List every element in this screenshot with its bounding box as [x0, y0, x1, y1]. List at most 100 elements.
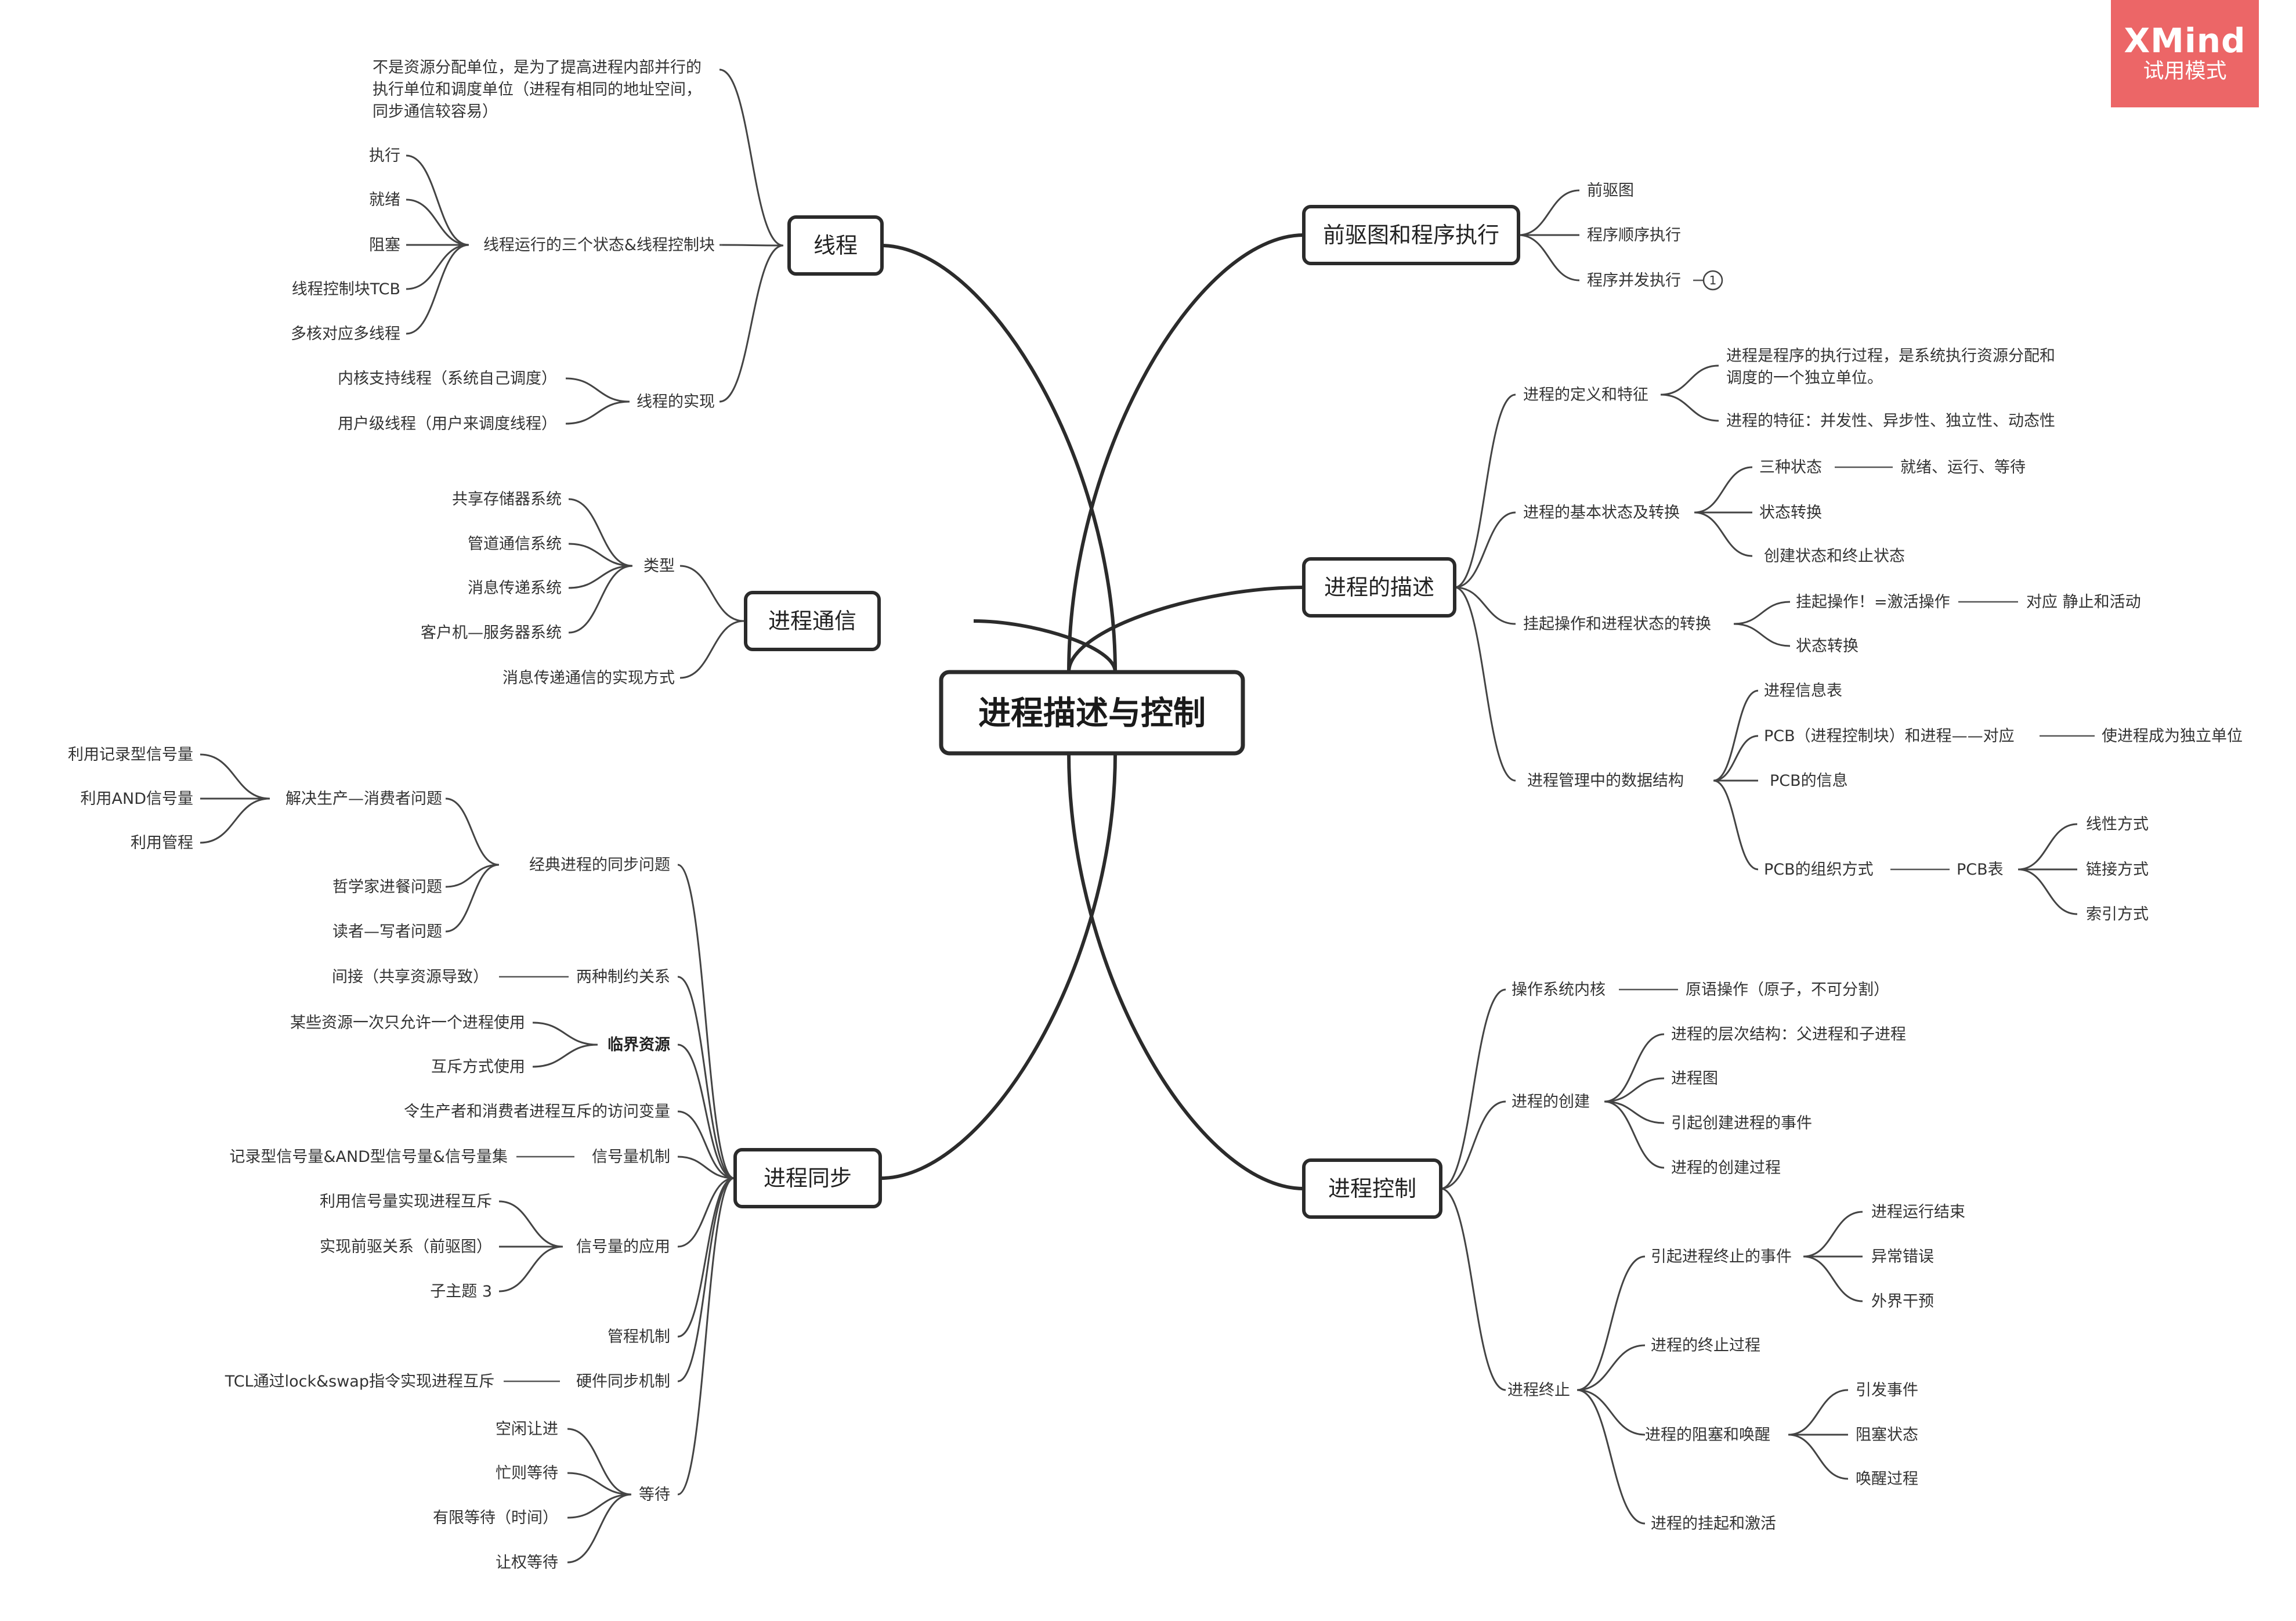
node-sync-wait-1[interactable]: 忙则等待 [496, 1464, 558, 1482]
edge-ipc-type-child [568, 543, 633, 567]
node-sync-philosopher[interactable]: 哲学家进餐问题 [332, 878, 442, 896]
node-ipc-type-2[interactable]: 消息传递系统 [468, 579, 562, 597]
node-control-term-event-0[interactable]: 进程运行结束 [1871, 1203, 1965, 1221]
node-thread-state-0[interactable]: 执行 [369, 147, 400, 165]
comment-badge[interactable] [1702, 270, 1723, 291]
node-ipc-type[interactable]: 类型 [643, 557, 675, 575]
xmind-trial-badge[interactable]: XMind 试用模式 [2111, 0, 2259, 107]
node-precedence-1[interactable]: 程序顺序执行 [1587, 226, 1681, 244]
node-control-block-0[interactable]: 引发事件 [1856, 1381, 1918, 1399]
node-desc-pcb-table-1[interactable]: 链接方式 [2086, 861, 2149, 879]
node-desc-state-transition[interactable]: 状态转换 [1759, 504, 1822, 522]
node-sync-sem-app-0[interactable]: 利用信号量实现进程互斥 [320, 1193, 492, 1211]
node-sync-semaphore-types[interactable]: 记录型信号量&AND型信号量&信号量集 [229, 1148, 508, 1166]
node-desc-info-table[interactable]: 进程信息表 [1764, 682, 1842, 700]
node-sync-critical[interactable]: 临界资源 [608, 1035, 670, 1054]
node-desc-pcb-table[interactable]: PCB表 [1957, 861, 2004, 879]
node-sync-shared-var[interactable]: 令生产者和消费者进程互斥的访问变量 [404, 1103, 670, 1121]
node-desc-def-text[interactable]: 进程是程序的执行过程，是系统执行资源分配和调度的一个独立单位。 [1726, 347, 2055, 387]
node-control-term-event-1[interactable]: 异常错误 [1871, 1248, 1934, 1266]
node-control-create-1[interactable]: 进程图 [1671, 1070, 1718, 1088]
node-sync-producer-2[interactable]: 利用管程 [131, 834, 193, 852]
node-ipc-type-3[interactable]: 客户机—服务器系统 [421, 624, 562, 642]
node-control-term-event-2[interactable]: 外界干预 [1871, 1293, 1934, 1310]
node-sync-critical-1[interactable]: 互斥方式使用 [431, 1058, 525, 1076]
node-sync-wait-2[interactable]: 有限等待（时间） [433, 1509, 558, 1527]
node-desc-suspend-transition[interactable]: 状态转换 [1796, 637, 1859, 655]
node-sync-constraint[interactable]: 两种制约关系 [576, 968, 670, 986]
node-control-kernel[interactable]: 操作系统内核 [1512, 981, 1606, 999]
node-sync-producer-0[interactable]: 利用记录型信号量 [68, 746, 193, 764]
node-sync-semaphore-app[interactable]: 信号量的应用 [576, 1238, 670, 1256]
node-desc-pcb-table-0[interactable]: 线性方式 [2086, 815, 2149, 833]
edge-control-kernel [1440, 988, 1506, 1190]
node-sync-monitor[interactable]: 管程机制 [608, 1328, 670, 1346]
edge-sync-philosopher [445, 864, 500, 888]
node-control-term-events[interactable]: 引起进程终止的事件 [1651, 1248, 1792, 1266]
node-desc-features[interactable]: 进程的特征：并发性、异步性、独立性、动态性 [1726, 412, 2055, 430]
node-desc-pcb-table-2[interactable]: 索引方式 [2086, 905, 2149, 923]
node-desc-definition[interactable]: 进程的定义和特征 [1523, 386, 1648, 404]
node-control-create-3[interactable]: 进程的创建过程 [1671, 1159, 1781, 1177]
topic-thread[interactable]: 线程 [787, 215, 884, 276]
node-sync-indirect[interactable]: 间接（共享资源导致） [332, 968, 489, 986]
node-thread-implementation[interactable]: 线程的实现 [637, 393, 715, 411]
node-desc-pcb-info[interactable]: PCB的信息 [1770, 772, 1848, 790]
topic-sync[interactable]: 进程同步 [733, 1148, 882, 1208]
node-sync-sem-app-1[interactable]: 实现前驱关系（前驱图） [320, 1238, 492, 1256]
node-control-create[interactable]: 进程的创建 [1512, 1093, 1590, 1111]
edge-ipc-type-child [568, 565, 633, 589]
node-thread-state-2[interactable]: 阻塞 [369, 236, 400, 254]
node-thread-state-1[interactable]: 就绪 [369, 191, 400, 209]
node-ipc-message-impl[interactable]: 消息传递通信的实现方式 [502, 669, 675, 687]
node-desc-three-states[interactable]: 三种状态 [1759, 458, 1822, 476]
node-sync-tcl[interactable]: TCL通过lock&swap指令实现进程互斥 [225, 1373, 494, 1391]
node-thread-state-4[interactable]: 多核对应多线程 [291, 325, 400, 343]
central-topic[interactable]: 进程描述与控制 [939, 670, 1245, 756]
node-sync-hardware[interactable]: 硬件同步机制 [576, 1373, 670, 1391]
node-desc-pcb-org[interactable]: PCB的组织方式 [1764, 861, 1874, 879]
node-thread-state-3[interactable]: 线程控制块TCB [292, 280, 400, 298]
topic-precedence[interactable]: 前驱图和程序执行 [1302, 205, 1520, 265]
node-sync-semaphore[interactable]: 信号量机制 [592, 1148, 670, 1166]
node-desc-basic-states[interactable]: 进程的基本状态及转换 [1523, 504, 1680, 522]
node-thread-three-states[interactable]: 线程运行的三个状态&线程控制块 [483, 236, 715, 254]
node-thread-not-resource-unit[interactable]: 不是资源分配单位，是为了提高进程内部并行的执行单位和调度单位（进程有相同的地址空… [373, 59, 702, 121]
node-sync-classic[interactable]: 经典进程的同步问题 [529, 856, 670, 874]
node-control-suspend-activate[interactable]: 进程的挂起和激活 [1651, 1515, 1776, 1533]
node-sync-wait[interactable]: 等待 [639, 1486, 670, 1504]
node-control-primitive[interactable]: 原语操作（原子，不可分割） [1686, 981, 1889, 999]
node-desc-suspend[interactable]: 挂起操作和进程状态的转换 [1523, 615, 1711, 633]
node-desc-independent-unit[interactable]: 使进程成为独立单位 [2102, 727, 2243, 745]
node-control-create-0[interactable]: 进程的层次结构：父进程和子进程 [1671, 1026, 1906, 1044]
node-desc-ready-run-wait[interactable]: 就绪、运行、等待 [1900, 458, 2026, 476]
node-desc-static-active[interactable]: 对应 静止和活动 [2026, 593, 2141, 611]
topic-description[interactable]: 进程的描述 [1302, 557, 1456, 618]
node-sync-critical-0[interactable]: 某些资源一次只允许一个进程使用 [290, 1014, 525, 1032]
node-ipc-type-1[interactable]: 管道通信系统 [468, 535, 562, 553]
node-control-create-2[interactable]: 引起创建进程的事件 [1671, 1114, 1812, 1132]
node-sync-sem-app-2[interactable]: 子主题 3 [430, 1283, 492, 1301]
node-thread-impl-1[interactable]: 用户级线程（用户来调度线程） [338, 415, 557, 433]
node-desc-create-terminate[interactable]: 创建状态和终止状态 [1764, 547, 1905, 565]
node-desc-data-structures[interactable]: 进程管理中的数据结构 [1527, 772, 1684, 790]
topic-ipc[interactable]: 进程通信 [744, 591, 881, 651]
edge-desc-suspend [1454, 586, 1516, 625]
node-sync-wait-0[interactable]: 空闲让进 [496, 1420, 558, 1438]
node-control-block-wake[interactable]: 进程的阻塞和唤醒 [1645, 1426, 1770, 1444]
node-thread-impl-0[interactable]: 内核支持线程（系统自己调度） [338, 370, 557, 388]
node-sync-readers-writers[interactable]: 读者—写者问题 [332, 923, 442, 941]
node-sync-wait-3[interactable]: 让权等待 [496, 1554, 558, 1572]
node-sync-producer[interactable]: 解决生产—消费者问题 [285, 790, 442, 808]
node-control-term-process[interactable]: 进程的终止过程 [1651, 1337, 1760, 1355]
node-sync-producer-1[interactable]: 利用AND信号量 [81, 790, 193, 808]
topic-control[interactable]: 进程控制 [1302, 1158, 1442, 1219]
node-ipc-type-0[interactable]: 共享存储器系统 [452, 490, 562, 508]
node-precedence-0[interactable]: 前驱图 [1587, 182, 1634, 200]
node-control-block-2[interactable]: 唤醒过程 [1856, 1470, 1918, 1488]
node-control-terminate[interactable]: 进程终止 [1507, 1381, 1570, 1399]
node-precedence-2[interactable]: 程序并发执行 [1587, 272, 1681, 290]
node-control-block-1[interactable]: 阻塞状态 [1856, 1426, 1918, 1444]
node-desc-pcb-one[interactable]: PCB（进程控制块）和进程——对应 [1764, 727, 2015, 745]
node-desc-suspend-op[interactable]: 挂起操作！=激活操作 [1796, 593, 1950, 611]
